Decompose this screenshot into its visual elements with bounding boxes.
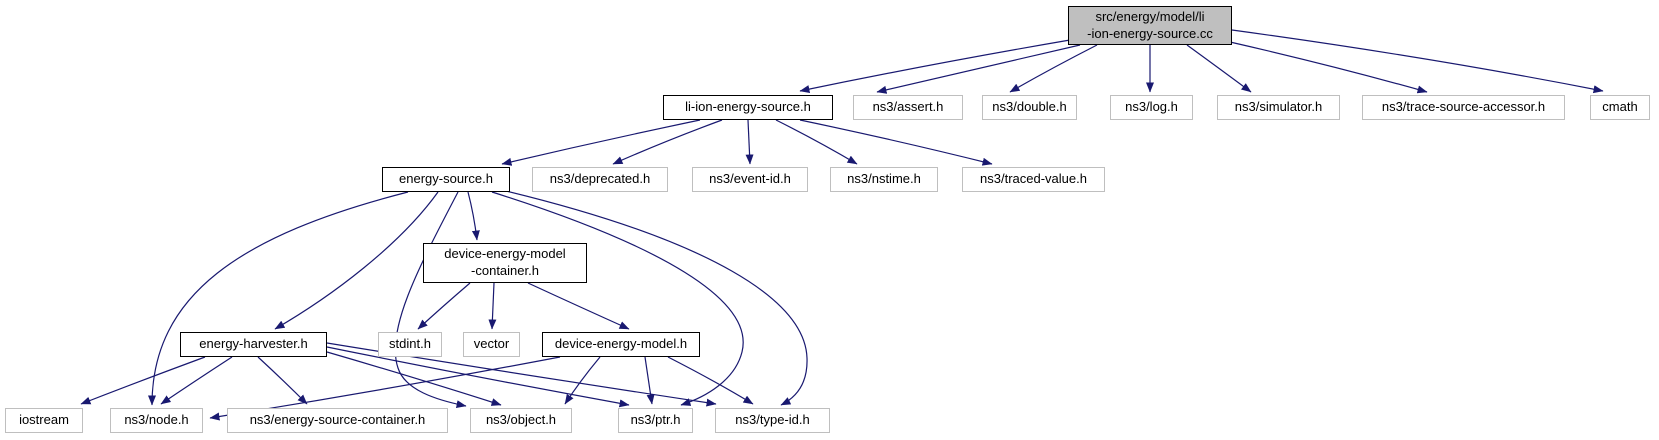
node-ns3-object-h: ns3/object.h [470,408,572,433]
edge-dem-h-to-ptr-h [644,356,655,405]
node-label: ns3/ptr.h [630,412,681,428]
node-ns3-deprecated-h: ns3/deprecated.h [532,167,668,192]
edge-li-ion-h-to-event-id-h [745,119,754,165]
node-label: ns3/simulator.h [1234,99,1323,115]
node-ns3-type-id-h: ns3/type-id.h [715,408,830,433]
node-label: device-energy-model.h [554,336,688,352]
node-cmath: cmath [1590,95,1650,120]
node-label: ns3/energy-source-container.h [249,412,426,428]
node-vector: vector [463,332,520,357]
edge-energy-src-h-to-type-id-h [501,189,808,406]
node-ns3-ptr-h: ns3/ptr.h [618,408,693,433]
node-label: li-ion-energy-source.h [685,99,811,115]
node-label: ns3/node.h [124,412,189,428]
node-label: ns3/trace-source-accessor.h [1381,99,1546,115]
edge-li-ion-h-to-deprecated-h [612,119,723,165]
node-stdint-h: stdint.h [378,332,442,357]
node-ns3-event-id-h: ns3/event-id.h [692,167,808,192]
node-label: ns3/traced-value.h [980,171,1087,187]
edge-dem-cont-h-to-dem-h [527,282,630,330]
node-label: ns3/object.h [485,412,557,428]
node-ns3-nstime-h: ns3/nstime.h [830,167,938,192]
edge-cc-to-li-ion-h [799,39,1071,93]
node-label: ns3/event-id.h [709,171,791,187]
edge-harvester-h-to-iostream [80,356,206,405]
edge-dem-h-to-type-id-h [667,356,754,405]
node-label: ns3/log.h [1125,99,1178,115]
edge-cc-to-cmath [1231,29,1604,94]
edge-cc-to-double-h [1009,44,1098,93]
node-ns3-simulator-h: ns3/simulator.h [1217,95,1340,120]
edge-li-ion-h-to-traced-val-h [799,119,993,166]
edge-cc-to-simulator-h [1186,44,1252,93]
node-iostream: iostream [5,408,83,433]
edge-li-ion-h-to-nstime-h [775,119,858,165]
node-li-ion-energy-source-cc: src/energy/model/li -ion-energy-source.c… [1068,6,1232,45]
node-ns3-traced-value-h: ns3/traced-value.h [962,167,1105,192]
node-label: iostream [19,412,69,428]
node-ns3-energy-source-container-h: ns3/energy-source-container.h [227,408,448,433]
node-ns3-assert-h: ns3/assert.h [853,95,963,120]
edge-energy-src-h-to-dem-cont-h [467,191,480,241]
node-label: energy-harvester.h [199,336,308,352]
edge-energy-src-h-to-harvester-h [274,191,439,330]
node-ns3-log-h: ns3/log.h [1110,95,1193,120]
node-energy-source-h[interactable]: energy-source.h [382,167,510,192]
edge-harvester-h-to-object-h [326,351,502,406]
edge-dem-cont-h-to-stdint-h [417,282,471,330]
node-ns3-trace-source-accessor-h: ns3/trace-source-accessor.h [1362,95,1565,120]
node-label: ns3/nstime.h [847,171,921,187]
edge-harvester-h-to-node-h [160,356,233,405]
node-label: ns3/type-id.h [735,412,810,428]
node-label: vector [473,336,510,352]
edge-cc-to-assert-h [876,44,1081,94]
edge-energy-src-h-to-node-h [148,191,409,406]
node-label: cmath [1602,99,1638,115]
edge-li-ion-h-to-energy-src-h [501,119,701,166]
node-ns3-node-h: ns3/node.h [110,408,203,433]
edge-cc-to-trace-src-h [1229,41,1428,94]
node-li-ion-energy-source-h[interactable]: li-ion-energy-source.h [663,95,833,120]
edge-energy-src-h-to-ptr-h [491,191,744,406]
node-device-energy-model-h[interactable]: device-energy-model.h [542,332,700,357]
edge-energy-src-h-to-object-h [394,191,467,409]
node-label: ns3/assert.h [872,99,944,115]
node-label: stdint.h [389,336,431,352]
node-label: device-energy-model -container.h [444,246,566,278]
edge-harvester-h-to-ptr-h [326,346,630,408]
node-device-energy-model-container-h[interactable]: device-energy-model -container.h [423,243,587,283]
node-ns3-double-h: ns3/double.h [982,95,1077,120]
node-label: energy-source.h [399,171,493,187]
edge-harvester-h-to-esc-h [257,356,308,405]
node-label: ns3/deprecated.h [549,171,651,187]
node-label: src/energy/model/li -ion-energy-source.c… [1087,8,1213,41]
edge-dem-h-to-object-h [564,356,601,405]
node-label: ns3/double.h [992,99,1067,115]
node-energy-harvester-h[interactable]: energy-harvester.h [180,332,327,357]
edge-dem-cont-h-to-vector [488,282,497,330]
